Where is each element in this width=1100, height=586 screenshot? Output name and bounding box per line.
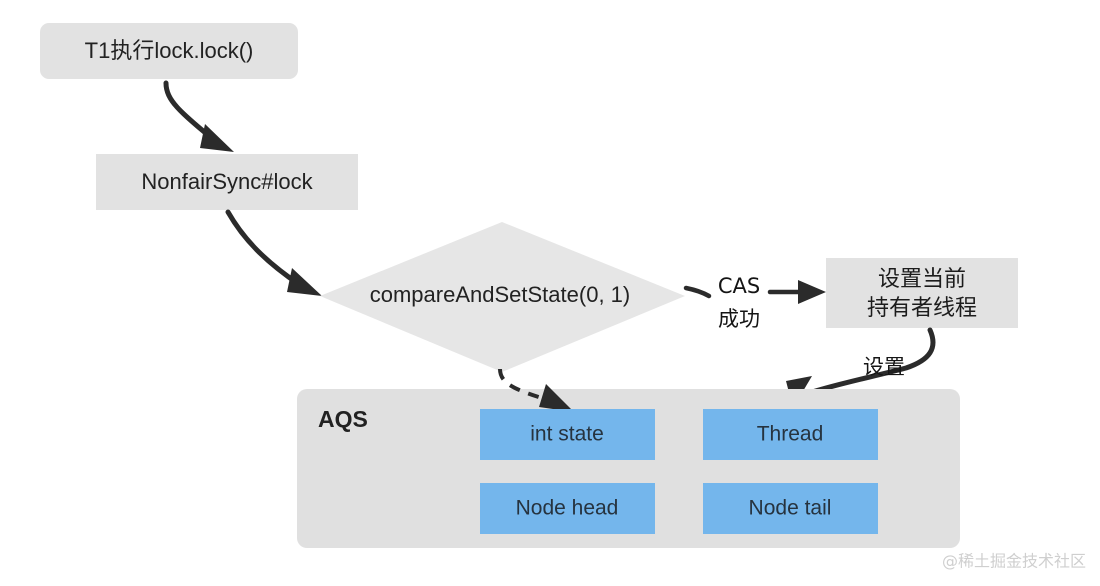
edge-owner-to-thread-path: [803, 327, 936, 397]
node-nonfairsync-shape: [96, 154, 358, 210]
edge-cas-to-int-state-arrowhead: [539, 384, 574, 412]
field-int-state[interactable]: int state: [480, 409, 655, 460]
edge-nonfairsync-to-cas-arrowhead: [287, 268, 322, 296]
field-int-state-label: int state: [530, 423, 604, 446]
node-nonfairsync-label: NonfairSync#lock: [141, 169, 313, 194]
node-start-label: T1执行lock.lock(): [85, 38, 254, 63]
node-nonfairsync[interactable]: NonfairSync#lock: [96, 154, 358, 210]
field-thread-label: Thread: [757, 423, 824, 446]
edge-cas-to-owner-label-line1: CAS: [718, 274, 760, 298]
edge-cas-to-owner-label-line2: 成功: [718, 307, 760, 331]
field-node-tail[interactable]: Node tail: [703, 483, 878, 534]
edge-cas-to-int-state: [498, 368, 574, 412]
edge-start-to-nonfair-arrowhead: [200, 124, 234, 152]
edge-nonfairsync-to-cas-path: [225, 209, 303, 288]
watermark-label: @稀土掘金技术社区: [942, 552, 1086, 571]
field-int-state-shape: [480, 409, 655, 460]
node-set-owner-thread[interactable]: 设置当前 持有者线程: [826, 258, 1018, 328]
field-node-head-label: Node head: [516, 497, 619, 520]
node-set-owner-thread-label-line1: 设置当前: [878, 267, 966, 292]
field-node-head[interactable]: Node head: [480, 483, 655, 534]
field-thread[interactable]: Thread: [703, 409, 878, 460]
edge-cas-to-owner-arrowhead: [798, 280, 826, 304]
node-compare-and-set-state[interactable]: compareAndSetState(0, 1): [320, 222, 685, 372]
field-node-tail-label: Node tail: [749, 497, 832, 520]
field-node-head-shape: [480, 483, 655, 534]
edge-nonfairsync-to-cas: [225, 209, 322, 296]
edge-start-to-nonfair: [163, 80, 234, 152]
node-start[interactable]: T1执行lock.lock(): [40, 23, 298, 79]
node-set-owner-thread-shape: [826, 258, 1018, 328]
edge-owner-to-thread-label: 设置: [863, 355, 905, 379]
edge-cas-to-owner: CAS 成功: [683, 274, 826, 331]
node-compare-and-set-state-shape: [320, 222, 685, 372]
container-aqs-label: AQS: [318, 406, 368, 432]
node-set-owner-thread-label-line2: 持有者线程: [867, 296, 977, 321]
node-start-shape: [40, 23, 298, 79]
edge-cas-to-owner-stub: [683, 285, 712, 299]
edge-cas-to-int-state-path: [498, 368, 549, 402]
field-thread-shape: [703, 409, 878, 460]
node-compare-and-set-state-label: compareAndSetState(0, 1): [370, 282, 630, 307]
field-node-tail-shape: [703, 483, 878, 534]
